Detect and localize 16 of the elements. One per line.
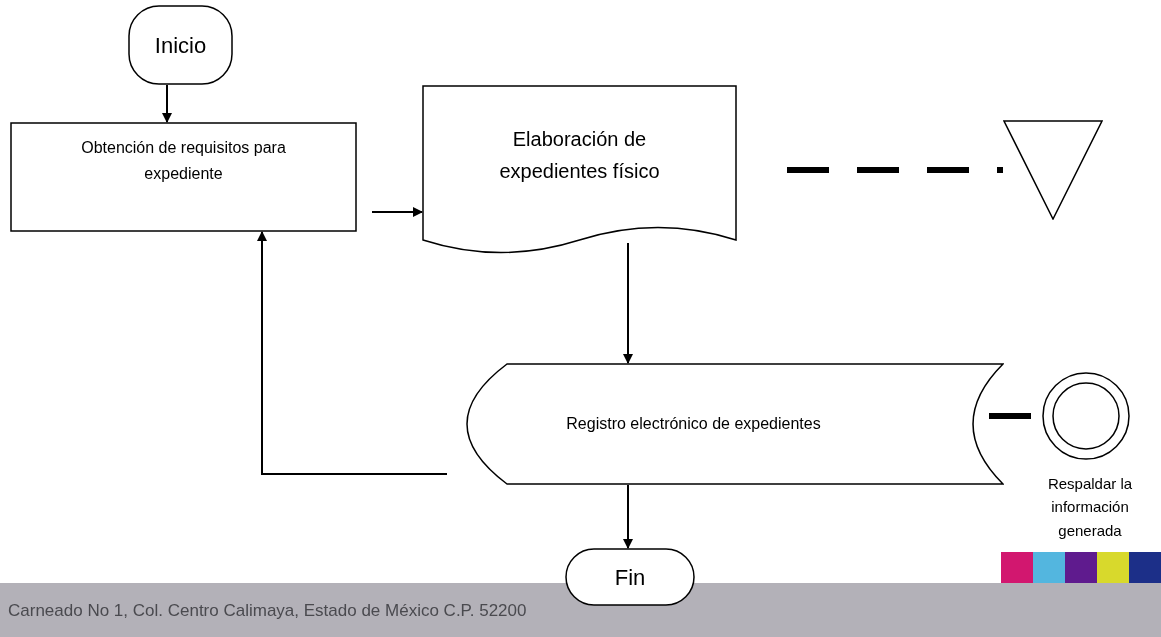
arrow	[371, 207, 423, 217]
node-label: Fin	[614, 563, 646, 592]
arrow	[162, 84, 172, 123]
dashed-connector	[787, 167, 1003, 173]
storage-triangle	[1003, 120, 1103, 220]
address-text: Carneado No 1, Col. Centro Calimaya, Estado de México C.P. 52200	[8, 600, 527, 622]
arrow	[257, 231, 448, 475]
process-box	[10, 122, 357, 232]
node-caption: Respaldar la información generada	[1046, 474, 1134, 541]
arrow	[623, 242, 633, 364]
terminal-shape	[128, 5, 233, 85]
node-label: Inicio	[154, 31, 207, 60]
node-label: Registro electrónico de expedientes	[566, 414, 821, 435]
node-label: Obtención de requisitos para expediente	[80, 138, 287, 184]
arrow	[623, 484, 633, 549]
node-label: Elaboración de expedientes físico	[498, 127, 661, 184]
